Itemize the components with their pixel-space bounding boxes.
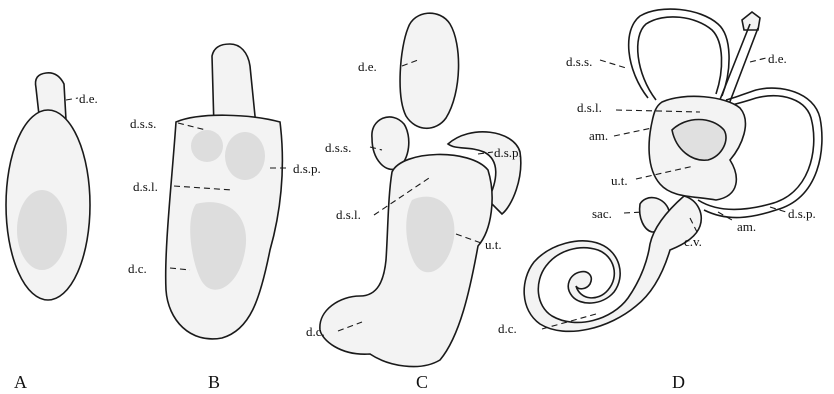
label-c-dsl: d.s.l. — [336, 207, 361, 222]
panel-a-drawing — [6, 73, 90, 300]
label-c-de: d.e. — [358, 59, 377, 74]
label-d-de: d.e. — [768, 51, 787, 66]
label-b-dss: d.s.s. — [130, 116, 156, 131]
label-d-dsp: d.s.p. — [788, 206, 816, 221]
label-d-am-2: am. — [737, 219, 756, 234]
label-c-dc: d.c. — [306, 324, 325, 339]
label-a-de: d.e. — [79, 91, 98, 106]
label-d-dss: d.s.s. — [566, 54, 592, 69]
label-d-am-1: am. — [589, 128, 608, 143]
panel-c-drawing — [320, 13, 521, 366]
label-c-dss: d.s.s. — [325, 140, 351, 155]
label-d-dc: d.c. — [498, 321, 517, 336]
label-b-dc: d.c. — [128, 261, 147, 276]
label-d-ut: u.t. — [611, 173, 628, 188]
label-d-dsl: d.s.l. — [577, 100, 602, 115]
panel-label-a: A — [14, 372, 27, 392]
panel-b-drawing — [166, 44, 290, 339]
label-d-sac: sac. — [592, 206, 612, 221]
panel-label-b: B — [208, 372, 220, 392]
label-c-dsp: d.s.p. — [494, 145, 522, 160]
panel-label-c: C — [416, 372, 428, 392]
label-d-cv: c.v. — [684, 234, 702, 249]
label-b-dsl: d.s.l. — [133, 179, 158, 194]
panel-label-d: D — [672, 372, 685, 392]
label-b-dsp: d.s.p. — [293, 161, 321, 176]
label-c-ut: u.t. — [485, 237, 502, 252]
